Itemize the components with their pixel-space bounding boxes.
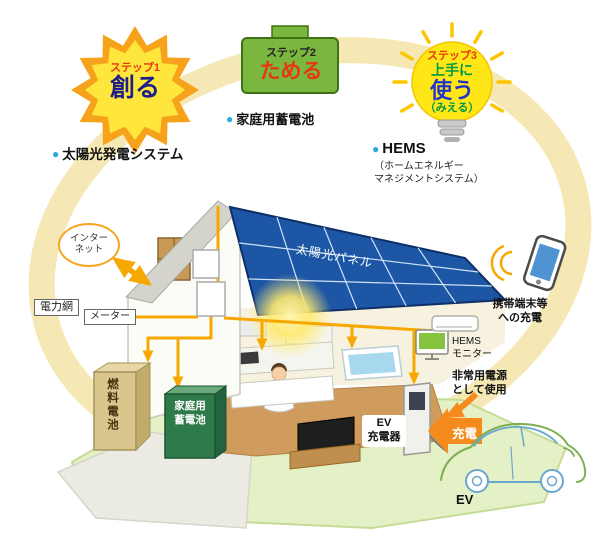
bullet-icon — [372, 140, 382, 157]
fuel-cell-unit — [92, 362, 152, 452]
mobile-charge-label: 携帯端末等 への充電 — [492, 298, 548, 325]
step2-title: ためる — [259, 60, 323, 83]
hems-monitor-device — [415, 329, 449, 360]
bullet-solar-label: 太陽光発電システム — [62, 147, 184, 162]
junction-boxes — [192, 249, 226, 317]
step1-title: 創る — [109, 74, 160, 103]
bullet-hems-label: HEMS — [382, 140, 426, 157]
bullet-home-battery: 家庭用蓄電池 — [226, 109, 314, 128]
step3-block: ステップ3 上手に 使う （みえる） — [406, 50, 498, 114]
emergency-power-arrow — [444, 391, 479, 419]
power-grid-label: 電力網 — [34, 299, 79, 317]
bullet-solar-system: 太陽光発電システム — [52, 143, 183, 163]
kitchen-island — [229, 375, 335, 409]
hems-subtitle: （ホームエネルギー マネジメントシステム） — [374, 161, 484, 185]
internet-double-arrow — [111, 257, 153, 286]
wiring — [130, 206, 438, 389]
charge-arrow — [428, 408, 482, 454]
hems-monitor-label: HEMS モニター — [452, 336, 492, 360]
smartphone-icon — [490, 234, 567, 292]
step3-label: ステップ3 — [426, 50, 478, 62]
internet-label: インター ネット — [58, 223, 120, 267]
bullet-icon — [52, 146, 62, 161]
step3-line3: （みえる） — [424, 101, 480, 114]
internet-text: インター ネット — [69, 233, 108, 255]
step2-label: ステップ2 — [265, 47, 317, 59]
step1-block: ステップ1 創る — [77, 62, 193, 101]
ev-charger-label: EV 充電器 — [362, 415, 406, 447]
home-battery-box-label: 家庭用 蓄電池 — [174, 400, 206, 426]
sun-glow — [248, 274, 332, 358]
ev-car-sketch — [440, 422, 587, 493]
fuel-cell-label: 燃料電池 — [106, 378, 118, 432]
ev-charger-unit — [403, 382, 449, 456]
ev-label: EV — [456, 492, 474, 507]
step1-starburst — [71, 26, 199, 154]
bullet-icon — [226, 111, 236, 126]
step2-battery-icon — [241, 25, 339, 94]
bathtub — [341, 345, 403, 381]
home-battery-unit — [163, 385, 228, 459]
meter-label: メーター — [84, 309, 136, 325]
bullet-hems: HEMS — [372, 140, 426, 157]
step3-line2: 使う — [429, 77, 474, 103]
emergency-power-label: 非常用電源 として使用 — [452, 370, 507, 397]
charge-label: 充電 — [452, 427, 478, 441]
step3-line1: 上手に — [431, 62, 473, 79]
step2-block: ステップ2 ためる — [243, 44, 339, 83]
step1-label: ステップ1 — [109, 62, 161, 74]
air-conditioner — [431, 315, 479, 332]
bullet-home-battery-label: 家庭用蓄電池 — [236, 112, 315, 127]
tv — [289, 416, 361, 470]
step3-lightbulb-icon — [392, 22, 512, 142]
